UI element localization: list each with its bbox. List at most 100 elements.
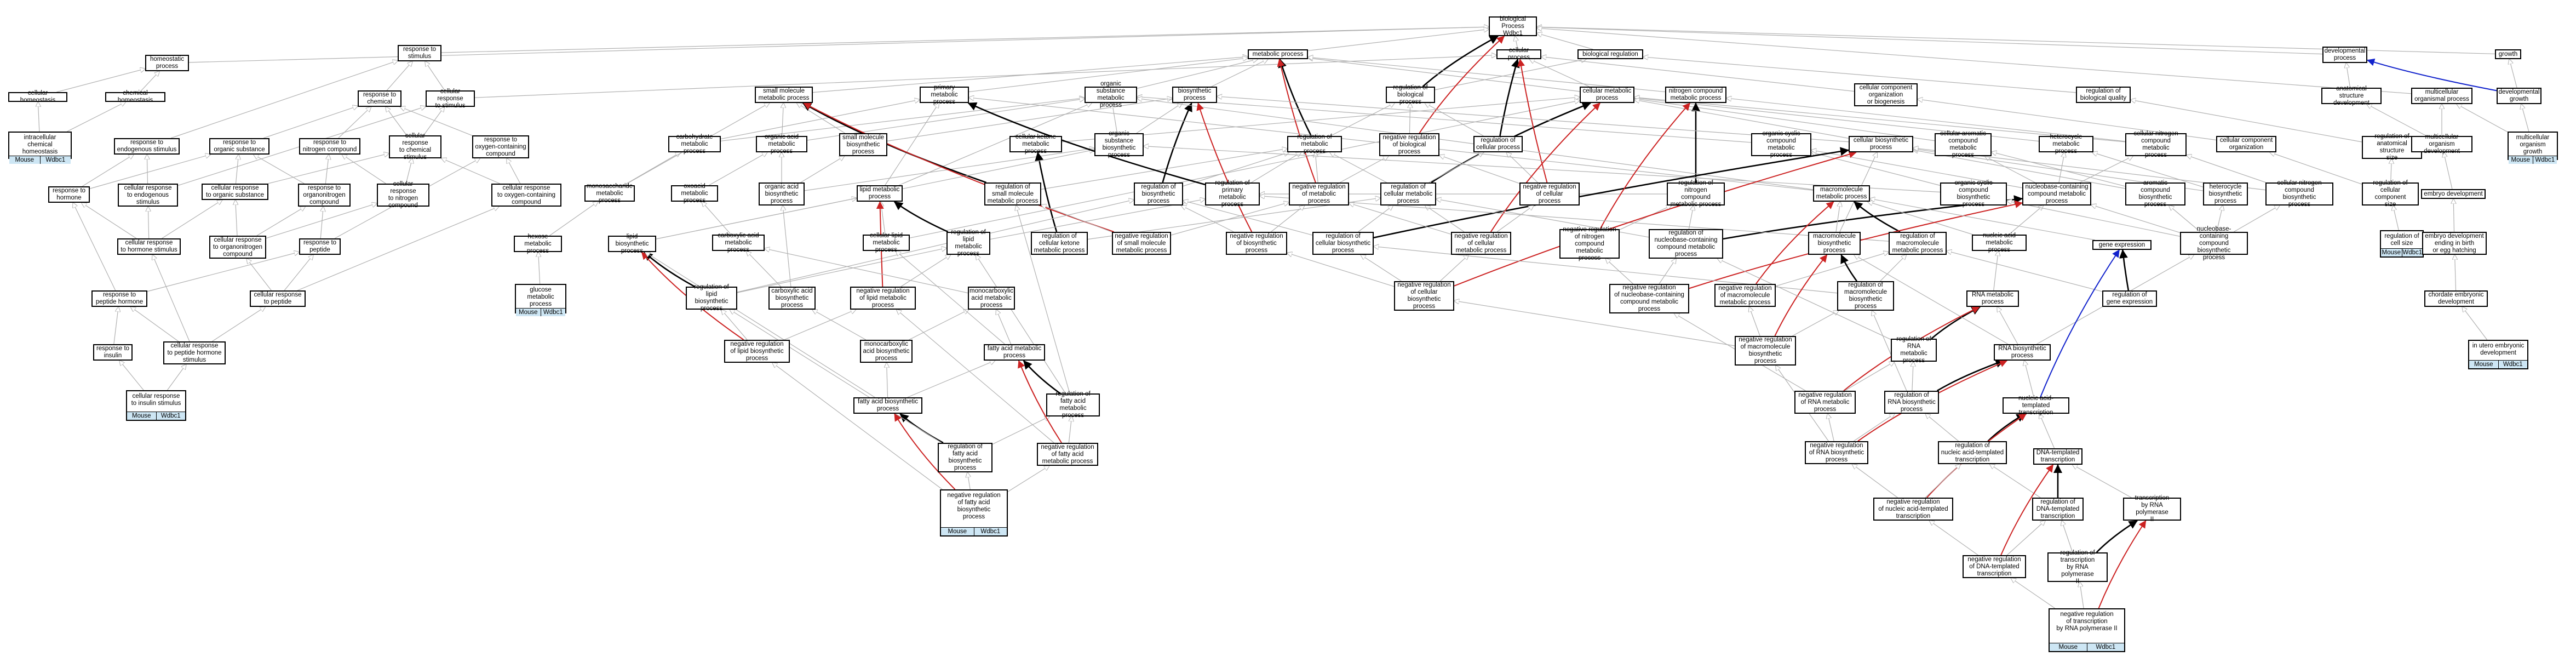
go-term-fatty-acid-biosynthetic-process[interactable]: fatty acid biosynthetic process <box>853 397 922 414</box>
gene-cell[interactable]: Wdbc1 <box>973 528 1007 535</box>
gene-cell[interactable]: Wdbc1 <box>156 412 185 420</box>
species-cell[interactable]: Mouse <box>2469 361 2498 368</box>
go-term-regulation-of-cellular-biosynthetic-process[interactable]: regulation of cellular biosynthetic proc… <box>1312 232 1374 255</box>
go-term-regulation-of-rna-biosynthetic-process[interactable]: regulation of RNA biosynthetic process <box>1884 391 1939 414</box>
go-term-regulation-of-lipid-biosynthetic-process[interactable]: regulation of lipid biosynthetic process <box>686 284 737 312</box>
go-term-carboxylic-acid-biosynthetic-process[interactable]: carboxylic acid biosynthetic process <box>768 287 816 310</box>
gene-cell[interactable]: Wdbc1 <box>2532 156 2557 164</box>
go-term-negative-regulation-of-fatty-acid-biosynthetic-process[interactable]: negative regulation of fatty acid biosyn… <box>940 489 1008 537</box>
gene-cell[interactable]: Wdbc1 <box>2401 249 2423 256</box>
go-term-dna-templated-transcription[interactable]: DNA-templated transcription <box>2033 448 2082 465</box>
go-term-cellular-biosynthetic-process[interactable]: cellular biosynthetic process <box>1849 136 1913 152</box>
go-term-cellular-component-organization-or-biogenesis[interactable]: cellular component organization or bioge… <box>1854 83 1918 106</box>
go-term-regulation-of-lipid-metabolic-process[interactable]: regulation of lipid metabolic process <box>946 229 990 257</box>
go-term-negative-regulation-of-dna-templated-transcription[interactable]: negative regulation of DNA-templated tra… <box>1963 555 2026 578</box>
go-term-heterocycle-biosynthetic-process[interactable]: heterocycle biosynthetic process <box>2203 182 2248 206</box>
go-term-macromolecule-biosynthetic-process[interactable]: macromolecule biosynthetic process <box>1808 232 1861 255</box>
go-term-cellular-metabolic-process[interactable]: cellular metabolic process <box>1580 87 1634 103</box>
go-term-regulation-of-macromolecule-biosynthetic-process[interactable]: regulation of macromolecule biosynthetic… <box>1837 281 1894 311</box>
go-term-regulation-of-gene-expression[interactable]: regulation of gene expression <box>2102 290 2157 307</box>
go-term-macromolecule-metabolic-process[interactable]: macromolecule metabolic process <box>1813 185 1870 202</box>
go-term-organic-substance-metabolic-process[interactable]: organic substance metabolic process <box>1085 81 1137 109</box>
go-term-regulation-of-dna-templated-transcription[interactable]: regulation of DNA-templated transcriptio… <box>2032 498 2084 521</box>
go-term-cellular-response-to-nitrogen-compound[interactable]: cellular response to nitrogen compound <box>377 181 429 209</box>
go-term-cellular-response-to-endogenous-stimulus[interactable]: cellular response to endogenous stimulus <box>118 184 178 207</box>
go-term-negative-regulation-of-nucleobase-containing-compound-metabolic-process[interactable]: negative regulation of nucleobase-contai… <box>1609 284 1689 313</box>
go-term-negative-regulation-of-nitrogen-compound-metabolic-process[interactable]: negative regulation of nitrogen compound… <box>1559 226 1620 261</box>
go-term-negative-regulation-of-biosynthetic-process[interactable]: negative regulation of biosynthetic proc… <box>1226 232 1287 255</box>
go-term-hexose-metabolic-process[interactable]: hexose metabolic process <box>514 233 562 254</box>
go-term-organic-acid-metabolic-process[interactable]: organic acid metabolic process <box>756 134 807 155</box>
go-term-regulation-of-biological-quality[interactable]: regulation of biological quality <box>2076 87 2131 103</box>
gene-cell[interactable]: Wdbc1 <box>39 156 71 164</box>
go-term-primary-metabolic-process[interactable]: primary metabolic process <box>920 84 969 105</box>
go-term-negative-regulation-of-rna-biosynthetic-process[interactable]: negative regulation of RNA biosynthetic … <box>1805 441 1868 464</box>
go-term-regulation-of-cellular-ketone-metabolic-process[interactable]: regulation of cellular ketone metabolic … <box>1031 232 1088 255</box>
go-term-lipid-biosynthetic-process[interactable]: lipid biosynthetic process <box>608 233 656 254</box>
go-term-regulation-of-macromolecule-metabolic-process[interactable]: regulation of macromolecule metabolic pr… <box>1889 232 1947 255</box>
go-term-organic-cyclic-compound-biosynthetic-process[interactable]: organic cyclic compound biosynthetic pro… <box>1940 180 2007 208</box>
go-term-organic-acid-biosynthetic-process[interactable]: organic acid biosynthetic process <box>759 182 805 206</box>
go-term-biological-regulation[interactable]: biological regulation <box>1577 49 1643 59</box>
go-term-cellular-response-to-stimulus[interactable]: cellular response to stimulus <box>426 88 475 109</box>
go-term-small-molecule-biosynthetic-process[interactable]: small molecule biosynthetic process <box>839 133 887 156</box>
go-term-regulation-of-primary-metabolic-process[interactable]: regulation of primary metabolic process <box>1205 180 1260 208</box>
go-term-monosaccharide-metabolic-process[interactable]: monosaccharide metabolic process <box>584 183 635 204</box>
go-term-negative-regulation-of-transcription-by-rna-polymerase-ii[interactable]: negative regulation of transcription by … <box>2049 608 2125 652</box>
go-term-negative-regulation-of-rna-metabolic-process[interactable]: negative regulation of RNA metabolic pro… <box>1794 391 1856 414</box>
go-term-developmental-process[interactable]: developmental process <box>2322 47 2367 63</box>
go-term-regulation-of-transcription-by-rna-polymerase-ii[interactable]: regulation of transcription by RNA polym… <box>2047 550 2108 585</box>
gene-cell[interactable]: Wdbc1 <box>2086 643 2124 651</box>
go-term-regulation-of-nucleic-acid-templated-transcription[interactable]: regulation of nucleic acid-templated tra… <box>1938 441 2007 464</box>
go-term-negative-regulation-of-lipid-biosynthetic-process[interactable]: negative regulation of lipid biosyntheti… <box>724 340 790 363</box>
go-term-response-to-oxygen-containing-compound[interactable]: response to oxygen-containing compound <box>472 135 529 158</box>
go-term-response-to-peptide-hormone[interactable]: response to peptide hormone <box>91 290 147 307</box>
go-term-negative-regulation-of-small-molecule-metabolic-process[interactable]: negative regulation of small molecule me… <box>1112 232 1171 255</box>
go-term-rna-metabolic-process[interactable]: RNA metabolic process <box>1966 290 2019 307</box>
go-term-negative-regulation-of-lipid-metabolic-process[interactable]: negative regulation of lipid metabolic p… <box>850 287 916 310</box>
go-term-negative-regulation-of-fatty-acid-metabolic-process[interactable]: negative regulation of fatty acid metabo… <box>1037 443 1098 466</box>
species-cell[interactable]: Mouse <box>941 528 974 535</box>
go-term-cellular-ketone-metabolic-process[interactable]: cellular ketone metabolic process <box>1009 134 1062 155</box>
go-term-nucleobase-containing-compound-biosynthetic-process[interactable]: nucleobase-containing compound biosynthe… <box>2180 226 2248 261</box>
go-term-cellular-process[interactable]: cellular process <box>1496 47 1541 61</box>
go-term-aromatic-compound-biosynthetic-process[interactable]: aromatic compound biosynthetic process <box>2125 180 2185 208</box>
go-term-nitrogen-compound-metabolic-process[interactable]: nitrogen compound metabolic process <box>1665 87 1726 103</box>
go-term-response-to-nitrogen-compound[interactable]: response to nitrogen compound <box>299 138 360 155</box>
go-term-biosynthetic-process[interactable]: biosynthetic process <box>1172 87 1217 103</box>
go-term-regulation-of-cellular-process[interactable]: regulation of cellular process <box>1473 136 1523 152</box>
go-term-growth[interactable]: growth <box>2495 49 2521 59</box>
go-term-gene-expression[interactable]: gene expression <box>2092 240 2152 250</box>
go-term-cellular-nitrogen-compound-metabolic-process[interactable]: cellular nitrogen compound metabolic pro… <box>2125 130 2187 158</box>
go-term-anatomical-structure-development[interactable]: anatomical structure development <box>2321 85 2382 106</box>
go-term-embryo-development-ending-in-birth-or-egg-hatching[interactable]: embryo development ending in birth or eg… <box>2422 232 2487 255</box>
go-term-regulation-of-small-molecule-metabolic-process[interactable]: regulation of small molecule metabolic p… <box>984 182 1041 206</box>
go-term-cellular-response-to-chemical-stimulus[interactable]: cellular response to chemical stimulus <box>389 133 441 161</box>
go-term-lipid-metabolic-process[interactable]: lipid metabolic process <box>857 185 903 202</box>
go-term-multicellular-organism-development[interactable]: multicellular organism development <box>2411 134 2472 155</box>
species-cell[interactable]: Mouse <box>516 309 541 316</box>
species-cell[interactable]: Mouse <box>127 412 156 420</box>
go-term-cellular-component-organization[interactable]: cellular component organization <box>2216 136 2276 152</box>
go-term-response-to-endogenous-stimulus[interactable]: response to endogenous stimulus <box>114 138 180 155</box>
go-term-heterocycle-metabolic-process[interactable]: heterocycle metabolic process <box>2039 134 2093 155</box>
gene-cell[interactable]: Wdbc1 <box>540 309 565 316</box>
species-cell[interactable]: Mouse <box>2050 643 2087 651</box>
go-term-chemical-homeostasis[interactable]: chemical homeostasis <box>105 90 165 104</box>
go-term-negative-regulation-of-macromolecule-biosynthetic-process[interactable]: negative regulation of macromolecule bio… <box>1735 336 1796 366</box>
go-term-nucleic-acid-templated-transcription[interactable]: nucleic acid-templated transcription <box>2003 395 2069 416</box>
go-term-cellular-response-to-hormone-stimulus[interactable]: cellular response to hormone stimulus <box>117 238 181 255</box>
go-term-multicellular-organismal-process[interactable]: multicellular organismal process <box>2411 88 2472 104</box>
go-term-negative-regulation-of-cellular-process[interactable]: negative regulation of cellular process <box>1519 182 1580 206</box>
go-term-regulation-of-biosynthetic-process[interactable]: regulation of biosynthetic process <box>1134 182 1183 206</box>
go-term-cellular-aromatic-compound-metabolic-process[interactable]: cellular aromatic compound metabolic pro… <box>1935 130 1992 158</box>
go-term-nucleic-acid-metabolic-process[interactable]: nucleic acid metabolic process <box>1972 232 2027 253</box>
go-term-transcription-by-rna-polymerase-ii[interactable]: transcription by RNA polymerase II <box>2123 495 2181 523</box>
go-term-homeostatic-process[interactable]: homeostatic process <box>145 55 189 71</box>
go-term-regulation-of-fatty-acid-biosynthetic-process[interactable]: regulation of fatty acid biosynthetic pr… <box>938 443 992 472</box>
